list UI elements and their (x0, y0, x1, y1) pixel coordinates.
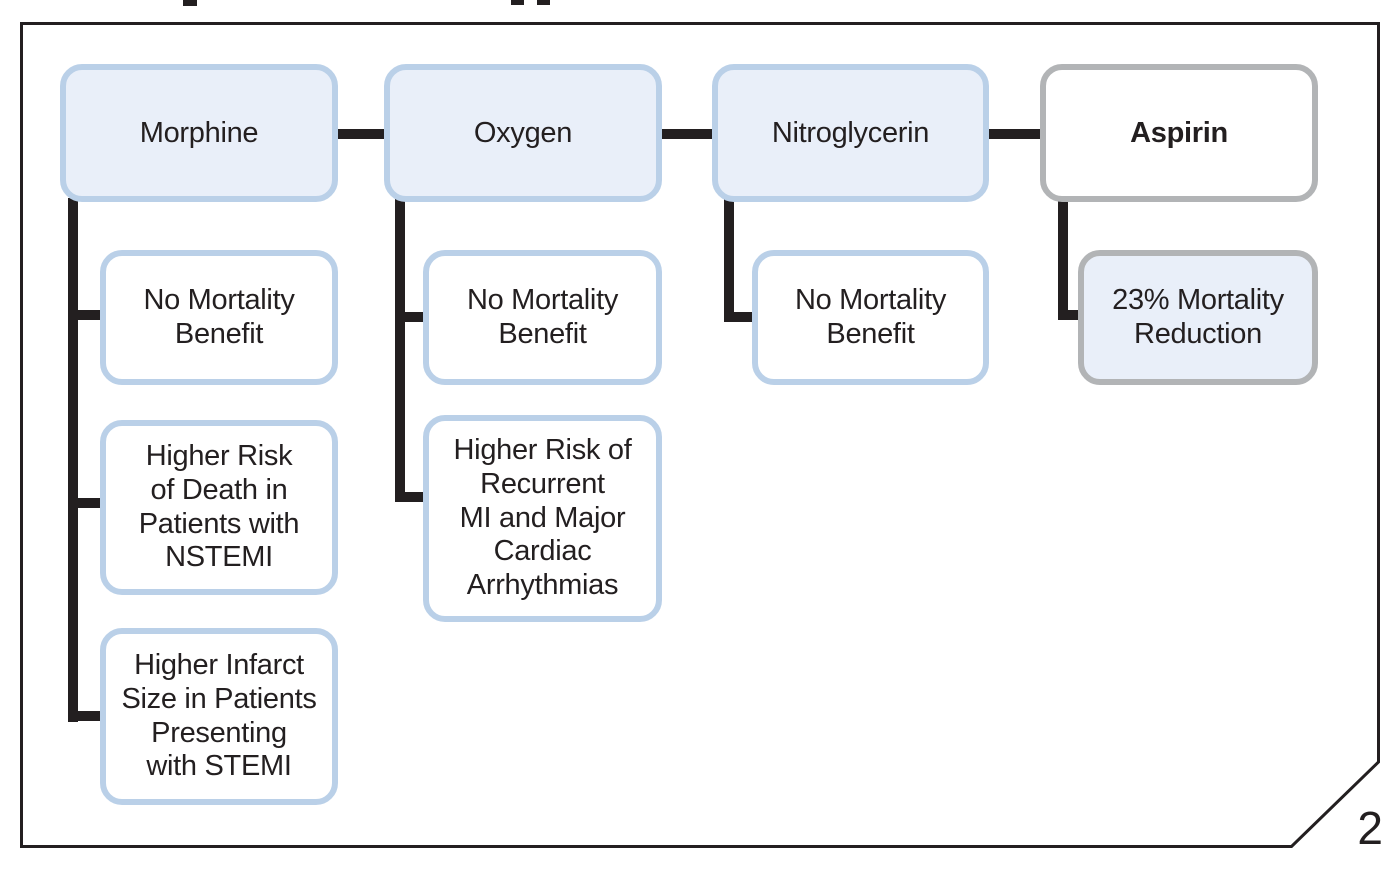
node-aspirin-label: Aspirin (1130, 116, 1228, 149)
child-label: No Mortality Benefit (794, 283, 947, 350)
child-label: No Mortality Benefit (466, 283, 619, 350)
node-morphine: Morphine (60, 64, 338, 202)
node-nitroglycerin-label: Nitroglycerin (771, 116, 930, 149)
node-aspirin: Aspirin (1040, 64, 1318, 202)
node-morphine-label: Morphine (139, 116, 259, 149)
connector-morphine-child-2 (68, 498, 106, 508)
connector-oxygen-trunk (395, 198, 405, 502)
child-label: Higher Risk of Recurrent MI and Major Ca… (453, 434, 632, 601)
child-label: 23% Mortality Reduction (1112, 283, 1284, 350)
child-label: Higher Infarct Size in Patients Presenti… (121, 649, 317, 783)
cropped-text-fragment (183, 0, 197, 6)
node-oxygen: Oxygen (384, 64, 662, 202)
child-label: Higher Risk of Death in Patients with NS… (138, 440, 300, 574)
child-oxygen-no-mortality-benefit: No Mortality Benefit (423, 250, 662, 385)
child-morphine-no-mortality-benefit: No Mortality Benefit (100, 250, 338, 385)
child-oxygen-higher-risk-recurrent-mi: Higher Risk of Recurrent MI and Major Ca… (423, 415, 662, 622)
child-morphine-higher-risk-death-nstemi: Higher Risk of Death in Patients with NS… (100, 420, 338, 595)
connector-oxygen-child-2 (395, 492, 429, 502)
child-label: No Mortality Benefit (143, 283, 295, 350)
child-morphine-higher-infarct-size-stemi: Higher Infarct Size in Patients Presenti… (100, 628, 338, 805)
page-number: 2 (1357, 802, 1383, 854)
child-aspirin-mortality-reduction: 23% Mortality Reduction (1078, 250, 1318, 385)
cropped-text-fragment (511, 0, 524, 5)
cropped-text-fragment (537, 0, 550, 5)
connector-morphine-child-3 (68, 711, 106, 721)
child-nitroglycerin-no-mortality-benefit: No Mortality Benefit (752, 250, 989, 385)
node-oxygen-label: Oxygen (473, 116, 573, 149)
connector-nitroglycerin-child-1 (724, 312, 758, 322)
connector-morphine-child-1 (68, 310, 106, 320)
connector-morphine-oxygen (336, 129, 386, 139)
connector-oxygen-child-1 (395, 312, 429, 322)
connector-oxygen-nitroglycerin (660, 129, 714, 139)
node-nitroglycerin: Nitroglycerin (712, 64, 989, 202)
connector-aspirin-child-1 (1058, 310, 1084, 320)
connector-nitroglycerin-trunk (724, 198, 734, 322)
connector-morphine-trunk (68, 198, 78, 722)
connector-aspirin-trunk (1058, 198, 1068, 320)
connector-nitroglycerin-aspirin (987, 129, 1042, 139)
